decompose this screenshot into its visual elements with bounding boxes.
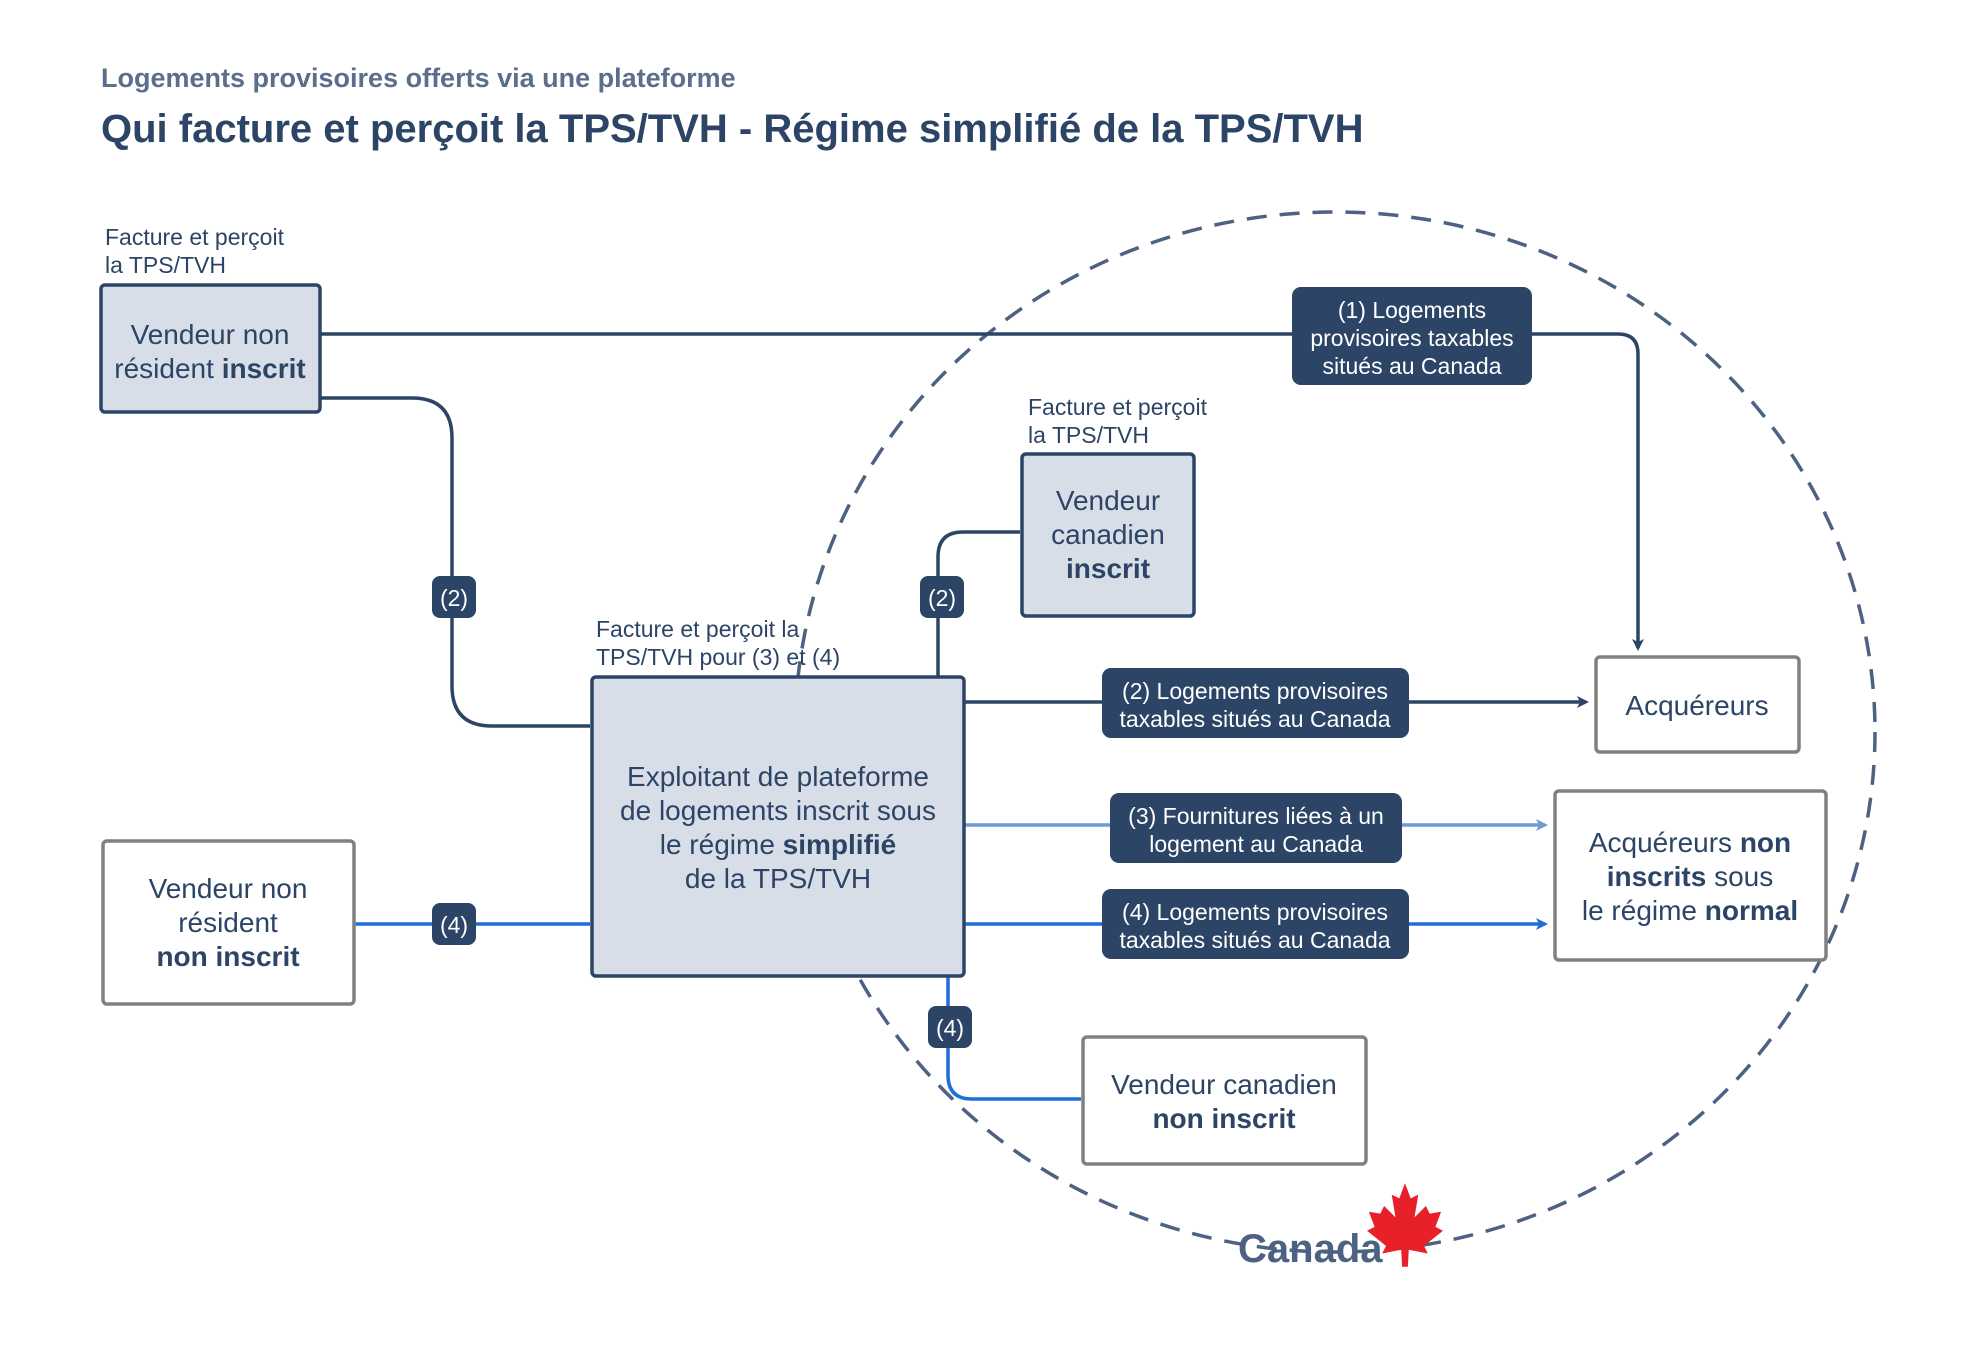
node-label-line: le régime simplifié: [660, 829, 897, 860]
svg-text:(4): (4): [440, 912, 468, 938]
svg-text:Acquéreurs: Acquéreurs: [1625, 690, 1768, 721]
badge-nonresident-registered: (2): [432, 576, 476, 618]
node-label-line: Vendeur canadien: [1111, 1069, 1337, 1100]
node-label-line: Vendeur non: [131, 319, 290, 350]
note-platform: Facture et perçoit la TPS/TVH pour (3) e…: [596, 616, 840, 670]
svg-text:(4) Logements provisoires: (4) Logements provisoires: [1122, 899, 1388, 925]
node-label-line: résident inscrit: [114, 353, 305, 384]
edge-label-supply-2: (2) Logements provisoires taxables situé…: [1102, 668, 1409, 738]
connector-canadian-unregistered-to-platform: [946, 976, 1081, 1101]
svg-text:provisoires taxables: provisoires taxables: [1310, 325, 1513, 351]
svg-text:Facture et perçoit: Facture et perçoit: [1028, 394, 1208, 420]
diagram-title: Qui facture et perçoit la TPS/TVH - Régi…: [101, 107, 1364, 151]
svg-text:(4): (4): [936, 1015, 964, 1041]
svg-text:la TPS/TVH: la TPS/TVH: [105, 252, 226, 278]
node-label-line: Acquéreurs: [1625, 690, 1768, 721]
node-label-line: Vendeur: [1056, 485, 1160, 516]
edge-label-supply-1: (1) Logements provisoires taxables situé…: [1292, 287, 1532, 385]
node-acquirers: Acquéreurs: [1594, 655, 1801, 754]
badge-canadian-unregistered: (4): [928, 1006, 972, 1048]
svg-text:(1) Logements: (1) Logements: [1338, 297, 1486, 323]
svg-text:taxables situés au Canada: taxables situés au Canada: [1119, 706, 1390, 732]
node-label-line: non inscrit: [1152, 1103, 1295, 1134]
node-label-line: le régime normal: [1582, 895, 1798, 926]
svg-text:(3) Fournitures liées à un: (3) Fournitures liées à un: [1128, 803, 1384, 829]
connector-nonresident-registered-to-platform: [320, 396, 590, 728]
connector-canadian-registered-to-platform: [936, 530, 1020, 676]
note-canadian-registered: Facture et perçoit la TPS/TVH: [1028, 394, 1208, 448]
canada-region-label: Canada: [1238, 1227, 1383, 1271]
node-label-line: Exploitant de plateforme: [627, 761, 929, 792]
svg-text:taxables situés au Canada: taxables situés au Canada: [1119, 927, 1390, 953]
node-label-line: Vendeur non: [149, 873, 308, 904]
diagram-subtitle: Logements provisoires offerts via une pl…: [101, 63, 736, 93]
svg-text:Facture et perçoit: Facture et perçoit: [105, 224, 285, 250]
node-label-line: résident: [178, 907, 278, 938]
node-label-line: inscrit: [1066, 553, 1150, 584]
svg-text:Facture et perçoit la: Facture et perçoit la: [596, 616, 799, 642]
node-label-line: canadien: [1051, 519, 1165, 550]
node-label-line: non inscrit: [156, 941, 299, 972]
badge-canadian-registered: (2): [920, 576, 964, 618]
edge-label-supply-4: (4) Logements provisoires taxables situé…: [1102, 889, 1409, 959]
svg-text:situés au Canada: situés au Canada: [1322, 353, 1501, 379]
note-nonresident-registered: Facture et perçoit la TPS/TVH: [105, 224, 285, 278]
node-label-line: inscrits sous: [1607, 861, 1774, 892]
svg-text:(2): (2): [928, 585, 956, 611]
maple-leaf-icon: [1367, 1183, 1443, 1267]
svg-text:(2) Logements provisoires: (2) Logements provisoires: [1122, 678, 1388, 704]
svg-text:la TPS/TVH: la TPS/TVH: [1028, 422, 1149, 448]
connector-1-to-acquirers: [320, 332, 1644, 651]
edge-label-supply-3: (3) Fournitures liées à un logement au C…: [1110, 793, 1402, 863]
svg-text:(2): (2): [440, 585, 468, 611]
node-label-line: de logements inscrit sous: [620, 795, 936, 826]
badge-nonresident-unregistered: (4): [432, 903, 476, 945]
svg-text:TPS/TVH pour (3) et (4): TPS/TVH pour (3) et (4): [596, 644, 840, 670]
node-label-line: Acquéreurs non: [1589, 827, 1791, 858]
node-label-line: de la TPS/TVH: [685, 863, 871, 894]
svg-text:logement au Canada: logement au Canada: [1149, 831, 1363, 857]
